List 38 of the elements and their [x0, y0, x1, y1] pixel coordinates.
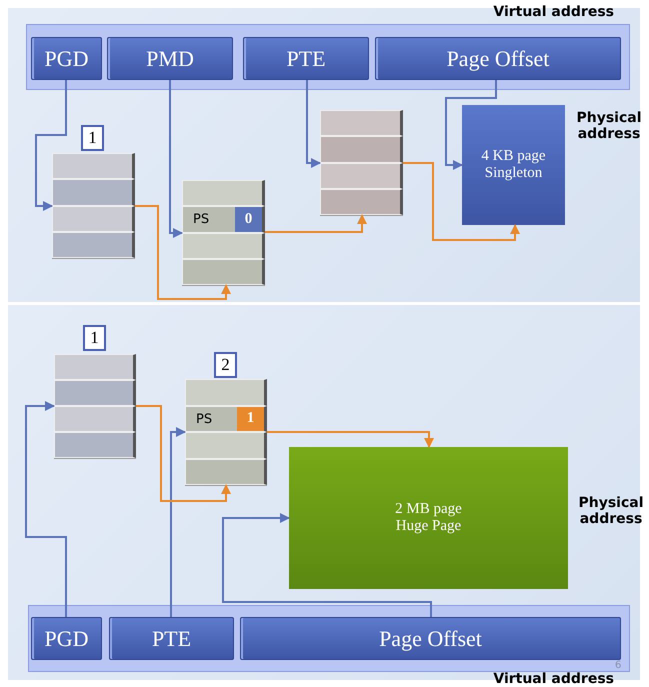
address-field-box: PMD	[107, 37, 233, 80]
address-field-box: PGD	[31, 37, 102, 80]
address-field-box: PGD	[31, 617, 102, 660]
arrow	[403, 162, 520, 241]
arrow	[222, 513, 432, 617]
arrow	[169, 80, 183, 238]
arrow	[170, 427, 186, 617]
arrow	[306, 80, 321, 168]
page-box	[289, 447, 568, 589]
flag-value: 0	[235, 207, 262, 232]
arrow	[265, 214, 367, 233]
page-number: 6	[615, 660, 622, 671]
index-label: 2	[214, 352, 237, 378]
heading: Virtual address	[493, 4, 614, 20]
page-label: Singleton	[484, 165, 542, 182]
flag-value: 1	[237, 406, 264, 431]
side-label: Physical address	[577, 495, 645, 527]
field-label: PS	[193, 212, 210, 228]
index-label: 1	[83, 325, 106, 351]
arrow	[35, 80, 67, 211]
address-field-box: PTE	[109, 617, 234, 660]
address-field-box: Page Offset	[375, 37, 621, 80]
page-label: 4 KB page	[481, 148, 546, 165]
address-field-box: PTE	[243, 37, 369, 80]
field-label: PS	[196, 412, 212, 427]
page-label: 2 MB page	[395, 501, 462, 518]
arrow	[25, 401, 67, 617]
table-drawing	[320, 110, 403, 215]
heading: Virtual address	[493, 671, 614, 687]
side-label: Physical address	[575, 110, 643, 142]
arrow	[136, 405, 231, 502]
page-box	[462, 105, 565, 225]
page-label: Huge Page	[396, 518, 462, 535]
address-field-box: Page Offset	[240, 617, 621, 660]
index-label: 1	[81, 125, 104, 151]
arrow	[445, 80, 497, 170]
arrow	[267, 431, 434, 448]
arrow	[135, 205, 231, 300]
